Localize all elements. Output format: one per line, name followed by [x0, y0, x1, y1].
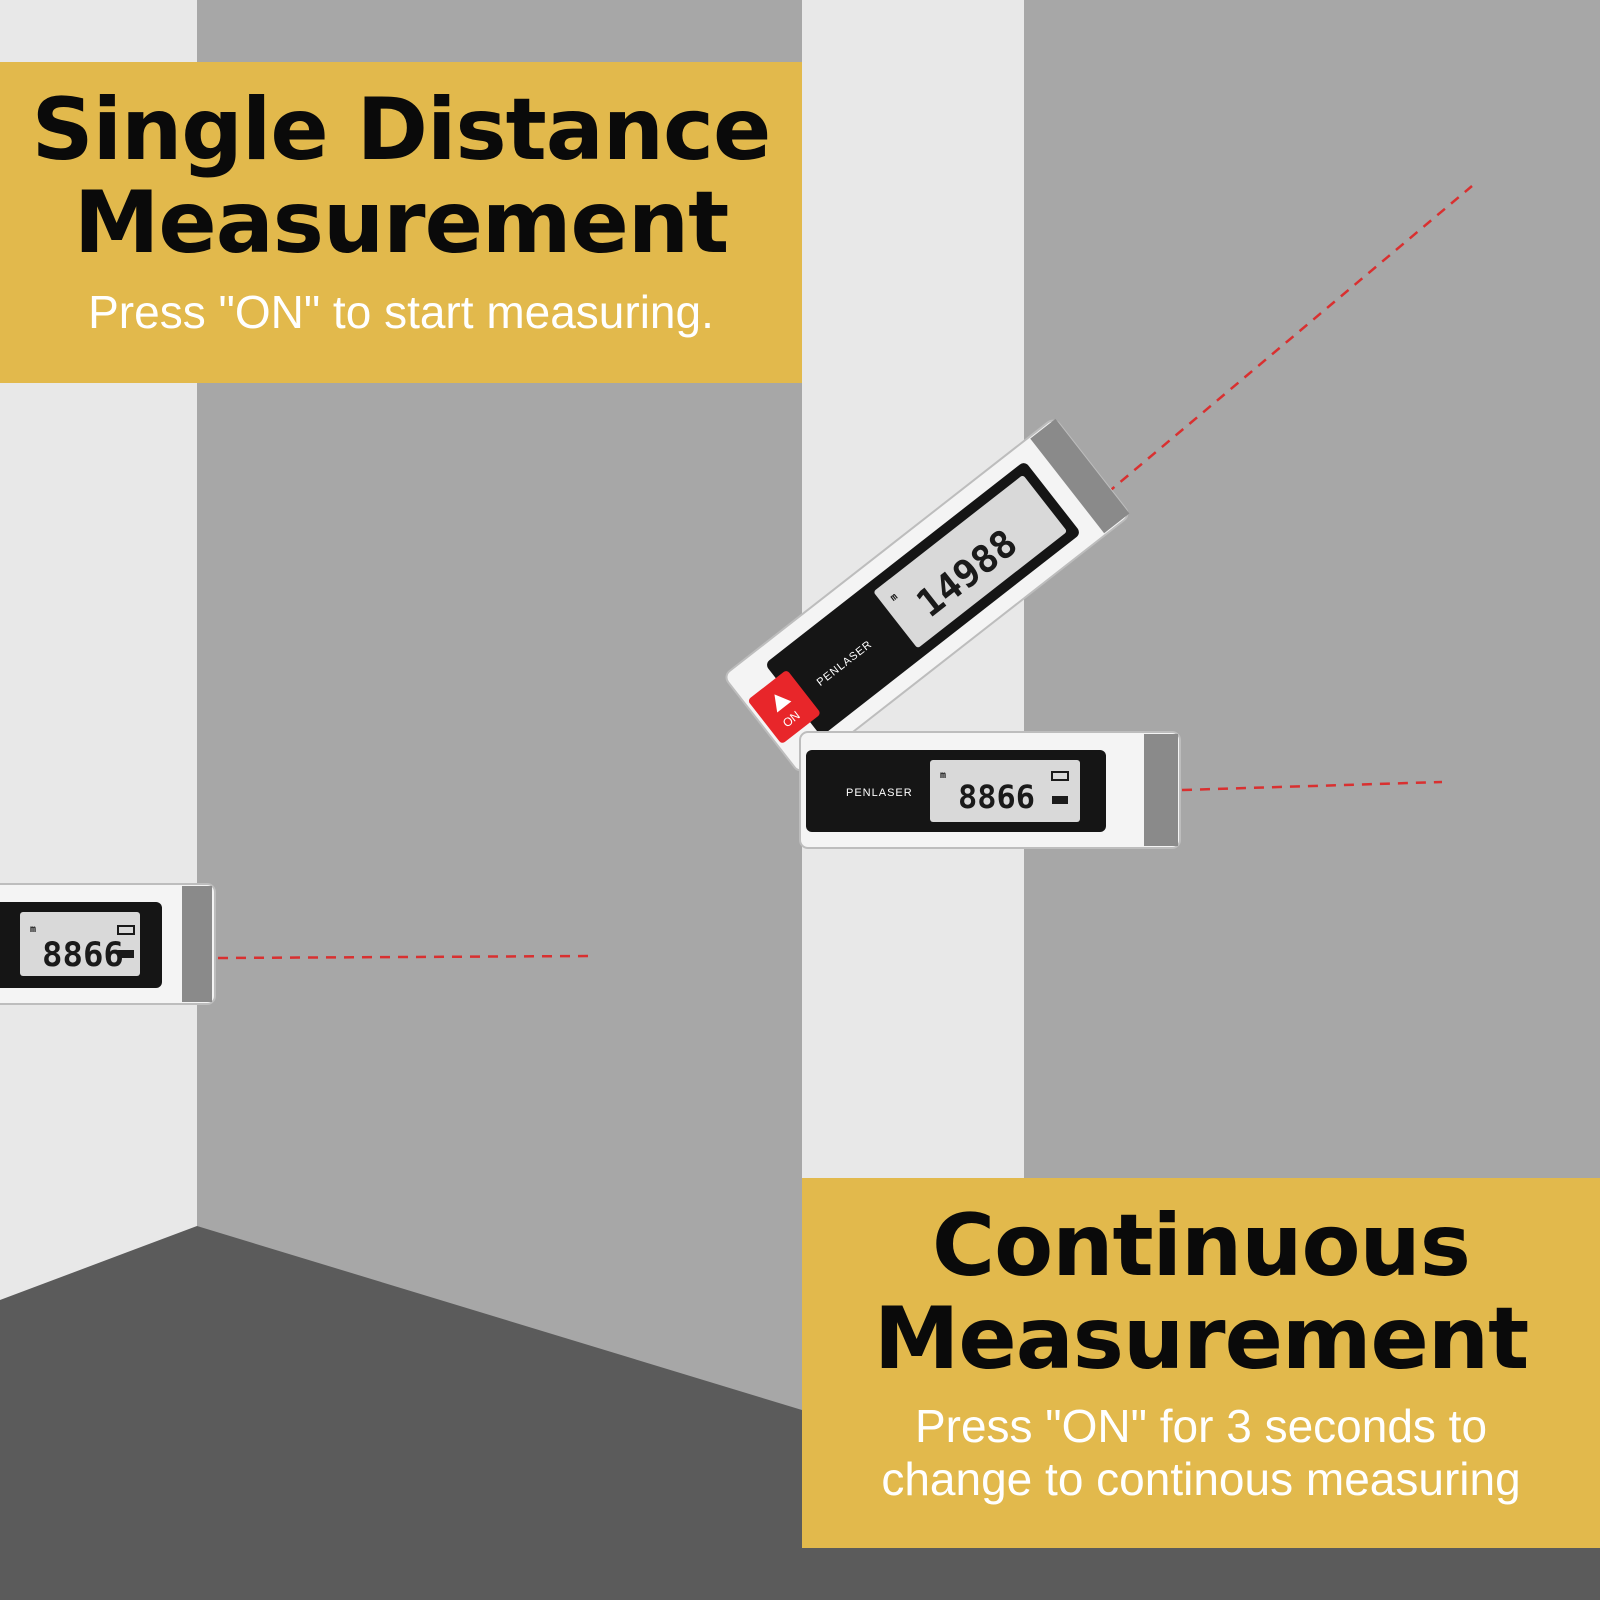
floor	[0, 1226, 802, 1600]
single-measurement-banner: Single Distance Measurement Press "ON" t…	[0, 62, 802, 383]
unit-label-tilted: m	[889, 591, 901, 603]
laser-warning-icon	[774, 694, 792, 713]
rangefinder-left: m 8866	[0, 883, 216, 1005]
single-title: Single Distance Measurement	[0, 62, 802, 270]
continuous-subtitle-line2: change to continous measuring	[881, 1452, 1521, 1505]
unit-label-right: m	[940, 770, 946, 781]
rangefinder-tilted: m 14988 PENLASER ON	[725, 418, 1130, 772]
battery-icon	[117, 925, 135, 935]
display-value-left: 8866	[42, 935, 124, 975]
distance-icon	[118, 950, 134, 958]
continuous-title-line2: Measurement	[873, 1288, 1529, 1389]
laser-beam-right	[1181, 780, 1443, 792]
laser-beam-left	[217, 954, 593, 960]
rangefinder-right: m 8866 PENLASER	[799, 731, 1181, 849]
single-title-line1: Single Distance	[31, 80, 772, 180]
battery-icon-right	[1051, 771, 1069, 781]
brand-logo-right: PENLASER	[846, 787, 913, 799]
single-subtitle: Press "ON" to start measuring.	[88, 285, 714, 338]
continuous-title: Continuous Measurement	[802, 1178, 1600, 1386]
continuous-measurement-banner: Continuous Measurement Press "ON" for 3 …	[802, 1178, 1600, 1548]
unit-label-left: m	[30, 924, 36, 935]
right-floor	[802, 1548, 1600, 1600]
continuous-subtitle-line1: Press "ON" for 3 seconds to	[914, 1399, 1488, 1452]
continuous-subtitle: Press "ON" for 3 seconds to change to co…	[802, 1400, 1600, 1506]
power-on-button[interactable]: ON	[747, 669, 821, 744]
continuous-title-line1: Continuous	[932, 1196, 1471, 1296]
distance-icon-right	[1052, 796, 1068, 804]
single-title-line2: Measurement	[73, 172, 729, 273]
laser-beam-tilted	[1092, 185, 1473, 506]
display-value-right: 8866	[958, 778, 1035, 816]
